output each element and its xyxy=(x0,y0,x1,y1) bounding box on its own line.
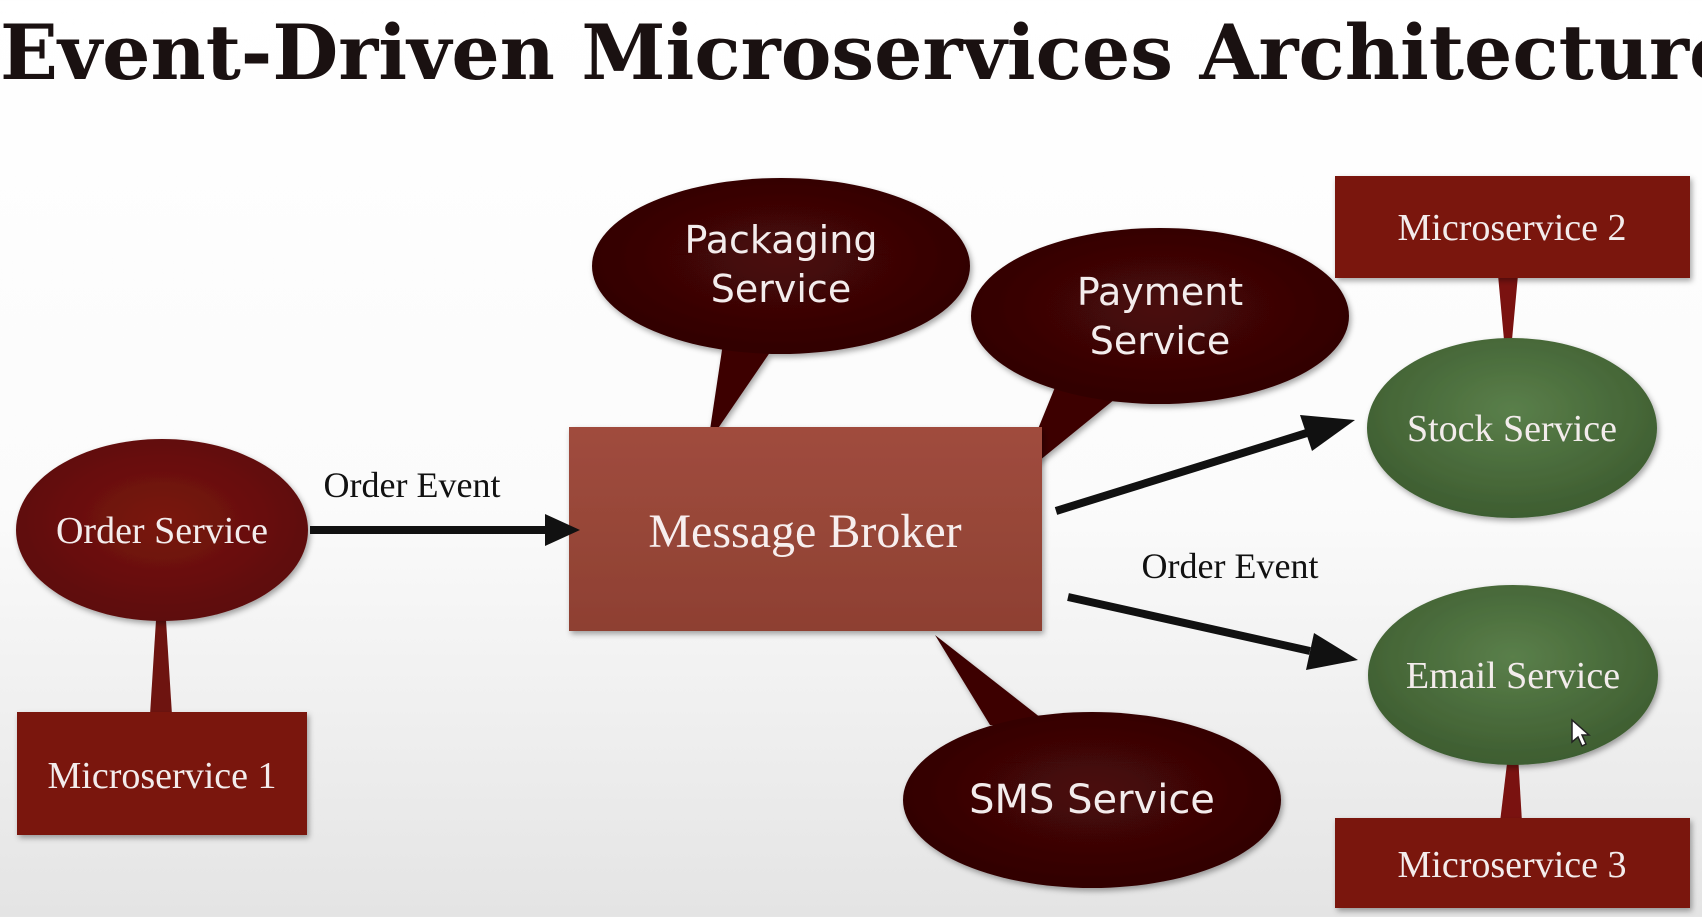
microservice-2-label: Microservice 2 xyxy=(1398,207,1627,249)
order-service-node xyxy=(16,439,308,621)
slide-title: Event-Driven Microservices Architecture xyxy=(0,8,1702,97)
message-broker-box xyxy=(569,427,1042,631)
microservice-3-label: Microservice 3 xyxy=(1398,844,1627,886)
payment-service-label-line2: Service xyxy=(1090,319,1230,363)
sms-service-label: SMS Service xyxy=(969,777,1215,823)
mouse-cursor-icon xyxy=(1571,718,1591,748)
arrow-broker-to-email xyxy=(1067,593,1358,670)
connector-email-microservice3 xyxy=(1500,755,1522,822)
microservice-3-box xyxy=(1335,818,1690,908)
stock-service-node xyxy=(1367,338,1657,518)
arrow-order-to-broker xyxy=(310,514,580,546)
microservice-1-label: Microservice 1 xyxy=(48,755,277,797)
sms-service-callout xyxy=(903,635,1281,888)
microservice-2-box xyxy=(1335,176,1690,278)
email-service-label: Email Service xyxy=(1406,655,1620,697)
edge-label-broker-to-email: Order Event xyxy=(1142,546,1319,586)
arrow-broker-to-stock xyxy=(1054,415,1355,515)
payment-service-callout xyxy=(971,228,1349,478)
stock-service-label: Stock Service xyxy=(1407,408,1617,450)
connector-order-microservice1 xyxy=(150,620,172,715)
email-service-node xyxy=(1368,585,1658,765)
packaging-service-callout xyxy=(592,178,970,443)
payment-service-label-line1: Payment xyxy=(1077,270,1243,314)
order-service-label: Order Service xyxy=(56,510,268,552)
edge-label-order-to-broker: Order Event xyxy=(324,465,501,505)
microservice-1-box xyxy=(17,712,307,835)
packaging-service-label-line2: Service xyxy=(711,267,851,311)
packaging-service-label-line1: Packaging xyxy=(685,218,878,262)
connector-microservice2-stock xyxy=(1498,275,1518,340)
message-broker-label: Message Broker xyxy=(648,505,961,558)
